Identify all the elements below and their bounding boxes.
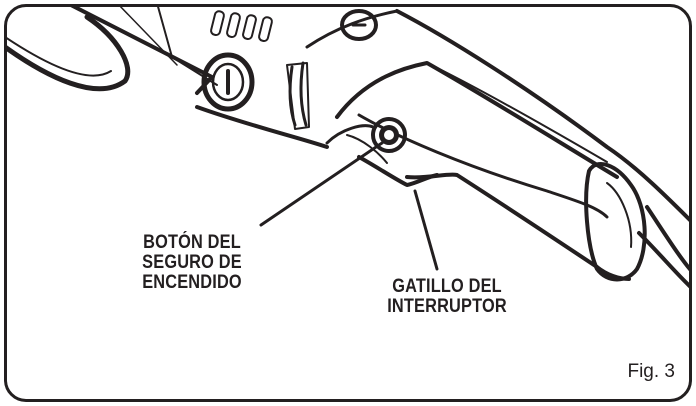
top-cap (340, 9, 378, 41)
callout-line: SEGURO DE (142, 252, 242, 273)
callout-line: GATILLO DEL (392, 276, 502, 297)
trigger (357, 155, 439, 187)
callout-line: BOTÓN DEL (143, 232, 241, 253)
brush-cap (201, 52, 255, 112)
lock-on-button (325, 117, 407, 153)
handle (395, 9, 689, 222)
lock-button-callout: BOTÓN DEL SEGURO DE ENCENDIDO (119, 233, 265, 293)
handle-end-cap (584, 162, 647, 282)
cooling-vents (210, 10, 273, 43)
trigger-callout: GATILLO DEL INTERRUPTOR (361, 277, 533, 317)
figure-frame: BOTÓN DEL SEGURO DE ENCENDIDO GATILLO DE… (4, 4, 692, 402)
leader-line-trigger (413, 189, 439, 271)
leader-line-lock (259, 141, 384, 227)
tool-illustration (7, 7, 689, 289)
side-vents (286, 61, 310, 130)
figure-label: Fig. 3 (627, 361, 675, 382)
callout-line: INTERRUPTOR (387, 296, 507, 317)
polishing-pad (7, 14, 131, 92)
power-cord (645, 205, 689, 272)
callout-line: ENCENDIDO (142, 272, 242, 293)
